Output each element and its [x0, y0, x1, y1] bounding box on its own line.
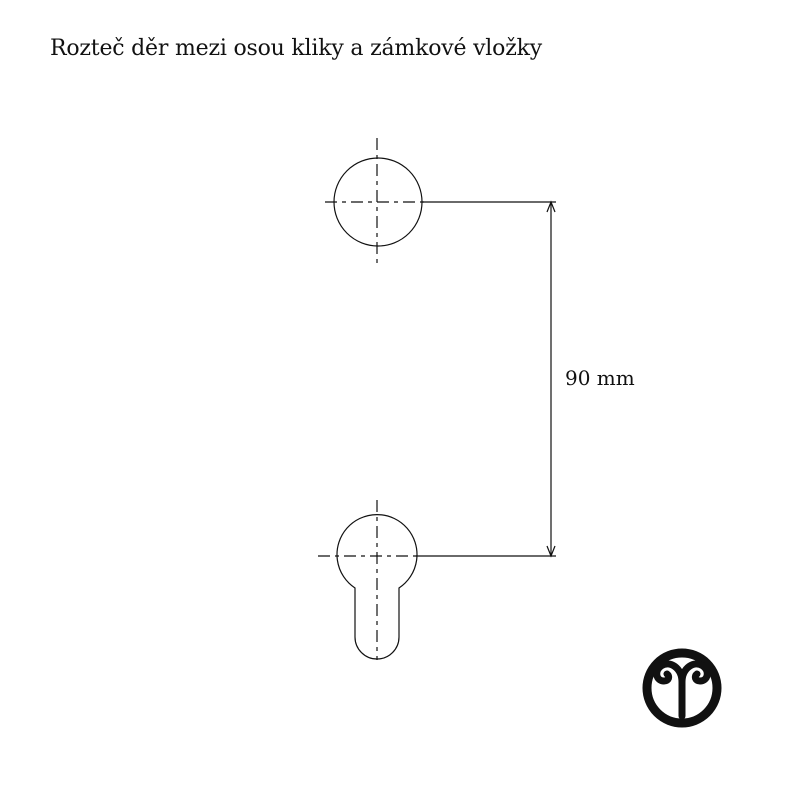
lock-cylinder-hole [336, 514, 418, 660]
dimension-arrow-top [546, 200, 556, 213]
dimension-label: 90 mm [565, 366, 635, 390]
ram-horn-logo-icon [642, 648, 722, 728]
dimension-arrow-bottom [546, 545, 556, 558]
diagram-title: Rozteč děr mezi osou kliky a zámkové vlo… [50, 36, 542, 61]
